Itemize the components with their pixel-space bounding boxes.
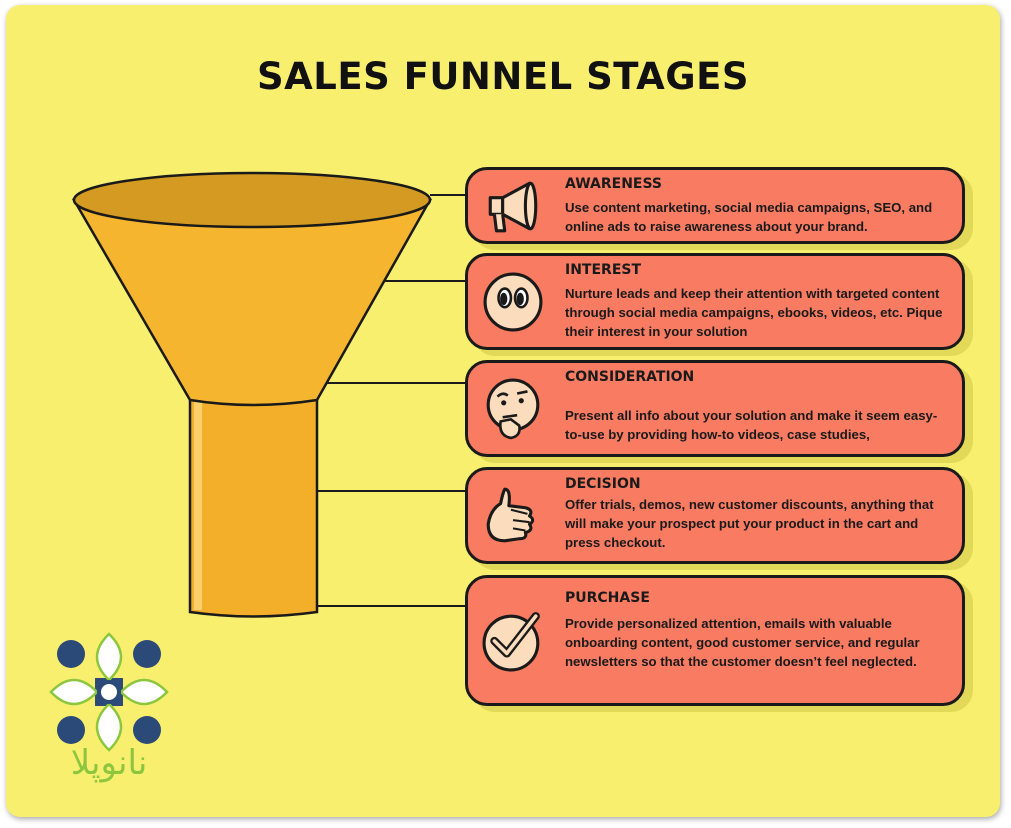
funnel-top xyxy=(72,171,432,229)
stage-description: Present all info about your solution and… xyxy=(565,408,938,442)
stage-description: Provide personalized attention, emails w… xyxy=(565,616,920,669)
stage-card-decision: DECISION Offer trials, demos, new custom… xyxy=(465,467,965,564)
connector-lines xyxy=(317,194,466,607)
stage-card-purchase: PURCHASE Provide personalized attention,… xyxy=(465,575,965,706)
funnel-stem xyxy=(188,394,319,618)
funnel-cone xyxy=(71,198,433,407)
stage-description: Use content marketing, social media camp… xyxy=(565,200,933,234)
megaphone-icon xyxy=(488,181,538,232)
stage-heading: AWARENESS xyxy=(565,176,663,192)
logo-text: نانوپلا xyxy=(71,743,148,783)
stage-heading: CONSIDERATION xyxy=(565,369,695,385)
stage-description: Nurture leads and keep their attention w… xyxy=(565,286,943,339)
eyes-face-icon xyxy=(483,272,543,331)
stage-heading: PURCHASE xyxy=(565,590,650,606)
stage-description: Offer trials, demos, new customer discou… xyxy=(565,497,934,550)
thumbs-up-icon xyxy=(486,487,535,542)
infographic: SALES FUNNEL STAGES xyxy=(6,5,1000,817)
funnel-diagram: نانوپلا xyxy=(49,171,466,783)
stage-card-interest: INTEREST Nurture leads and keep their at… xyxy=(465,253,965,350)
stage-heading: INTEREST xyxy=(565,262,642,278)
checkmark-icon xyxy=(482,611,540,671)
funnel xyxy=(71,171,433,618)
logo: نانوپلا xyxy=(49,632,169,783)
stage-card-consideration: CONSIDERATION Present all info about you… xyxy=(465,360,965,457)
stage-card-awareness: AWARENESS Use content marketing, social … xyxy=(465,167,965,244)
thinking-face-icon xyxy=(486,378,540,439)
stage-heading: DECISION xyxy=(565,476,641,492)
page-title: SALES FUNNEL STAGES xyxy=(256,55,750,98)
